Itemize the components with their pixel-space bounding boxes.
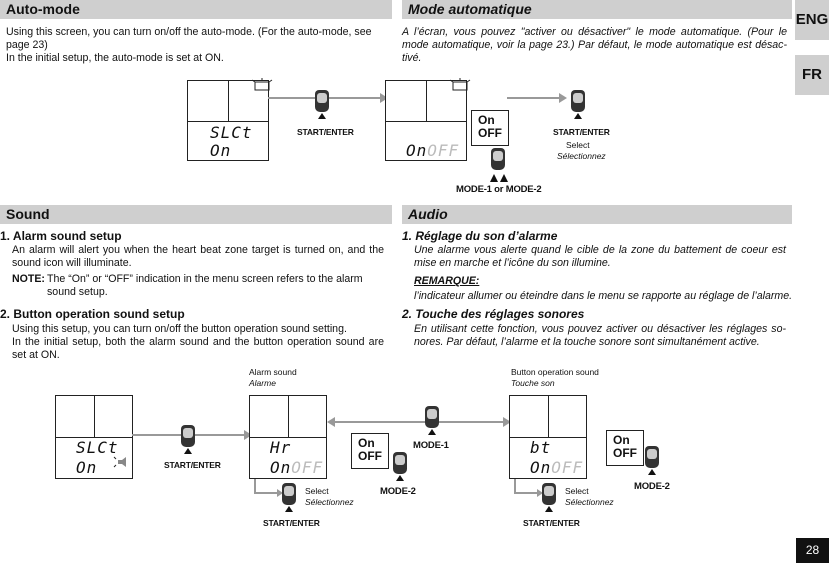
sound-header-en: Sound [0, 205, 392, 224]
sound-fr-h1-p: Une alarme vous alerte quand le cible de… [414, 244, 786, 269]
automode-header-en: Auto-mode [0, 0, 392, 19]
screenC-line1: bt [530, 438, 552, 457]
sound-en-h2: 2. Button operation sound setup [0, 307, 185, 321]
mode-arrows [490, 174, 508, 182]
onoff-off-text: OFF [478, 126, 502, 140]
watch-screen-sound-b: Hr OnOFF [249, 395, 327, 479]
automode-text-fr: A l’écran, vous pouvez "activer ou désac… [402, 26, 787, 64]
auto-icon-blink [251, 78, 273, 91]
sound-en-note-label: NOTE: [12, 273, 45, 285]
watch-screen-sound-a: SLCt On [55, 395, 133, 479]
mode1-label: MODE-1 [413, 440, 449, 451]
sound-en-note: The “On” or “OFF” indication in the menu… [47, 273, 363, 298]
screenB-line1: Hr [270, 438, 292, 457]
sound-en-h1-p: An alarm will alert you when the heart b… [12, 244, 384, 269]
mode2-label-alarm: MODE-2 [380, 486, 416, 497]
automode-text-en: Using this screen, you can turn on/off t… [6, 26, 386, 65]
mode2-label-button: MODE-2 [634, 481, 670, 492]
sound-fr-h2-p: En utilisant cette fonction, vous pouvez… [414, 323, 786, 348]
start-enter-label-2: START/ENTER [553, 127, 610, 137]
sound-fr-note-label: REMARQUE: [414, 275, 480, 287]
select-fr-2: Sélectionnez [305, 497, 354, 507]
start-enter-label-3: START/ENTER [164, 460, 221, 470]
screenA-line1: SLCt [76, 438, 119, 457]
loop-arrow-b [254, 479, 283, 497]
screen1-line2: On [210, 141, 232, 160]
arrow-line-2 [507, 93, 567, 103]
watch-screen-sound-c: bt OnOFF [509, 395, 587, 479]
start-enter-label-1: START/ENTER [297, 127, 354, 137]
automode-en-p1: Using this screen, you can turn on/off t… [6, 26, 372, 51]
start-enter-label-4: START/ENTER [263, 518, 320, 528]
onoff-off-text-alarm: OFF [358, 449, 382, 463]
auto-icon-blink-2 [449, 78, 471, 91]
select-fr-1: Sélectionnez [557, 151, 606, 161]
screenA-line2: On [76, 458, 98, 477]
start-enter-label-5: START/ENTER [523, 518, 580, 528]
page-number: 28 [796, 538, 829, 563]
loop-arrow-c [514, 479, 543, 497]
select-en-2: Select [305, 486, 329, 496]
onoff-toggle-button: On OFF [606, 430, 644, 466]
onoff-on-text-button: On [613, 433, 630, 447]
automode-header-fr: Mode automatique [402, 0, 792, 19]
sound-en-h2-p2: In the initial setup, both the alarm sou… [12, 336, 384, 361]
select-en-1: Select [566, 140, 590, 150]
screen1-line1: SLCt [210, 123, 253, 142]
onoff-on-text: On [478, 113, 495, 127]
tab-eng[interactable]: ENG [795, 0, 829, 40]
mode-label-auto: MODE-1 or MODE-2 [456, 184, 542, 195]
screen2-line2: OnOFF [406, 141, 460, 160]
select-en-3: Select [565, 486, 589, 496]
sound-fr-note: l’indicateur allumer ou éteindre dans le… [414, 290, 793, 302]
sound-fr-h2: 2. Touche des réglages sonores [402, 307, 585, 321]
automode-en-p2: In the initial setup, the auto-mode is s… [6, 52, 224, 64]
alarm-sound-label-fr: Alarme [249, 378, 276, 388]
alarm-sound-label-en: Alarm sound [249, 367, 297, 377]
watch-screen-2: OnOFF [385, 80, 467, 161]
screenC-line2: OnOFF [530, 458, 584, 477]
tab-fr[interactable]: FR [795, 55, 829, 95]
sound-en-h1: 1. Alarm sound setup [0, 229, 122, 243]
sound-header-fr: Audio [402, 205, 792, 224]
select-fr-3: Sélectionnez [565, 497, 614, 507]
watch-screen-1: SLCt On [187, 80, 269, 161]
sound-fr-h1: 1. Réglage du son d’alarme [402, 229, 558, 243]
bidirectional-arrow [327, 417, 511, 427]
screenB-line2: OnOFF [270, 458, 324, 477]
button-sound-label-fr: Touche son [511, 378, 555, 388]
onoff-on-text-alarm: On [358, 436, 375, 450]
sound-en-h2-p1: Using this setup, you can turn on/off th… [12, 323, 347, 335]
onoff-toggle-alarm: On OFF [351, 433, 389, 469]
onoff-toggle-auto: On OFF [471, 110, 509, 146]
sound-icon-blink-a [113, 456, 126, 468]
button-sound-label-en: Button operation sound [511, 367, 599, 377]
onoff-off-text-button: OFF [613, 446, 637, 460]
